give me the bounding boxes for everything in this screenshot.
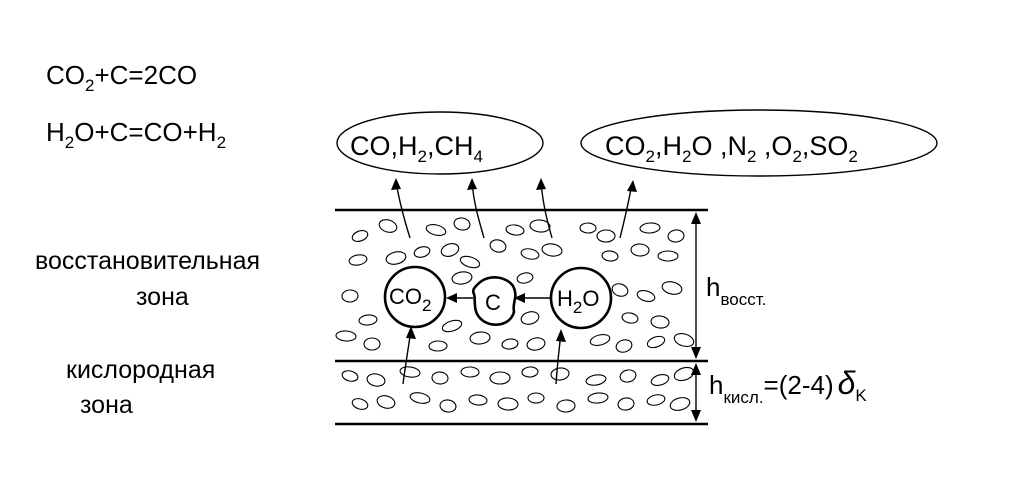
co2-bubble (383, 265, 447, 329)
fuel-pebble (585, 374, 607, 386)
fuel-pebble (601, 250, 619, 262)
fuel-pebble (469, 331, 491, 345)
reduction-zone-label: восстановительная (35, 247, 260, 275)
fuel-pebble (516, 272, 534, 284)
fuel-pebble (529, 219, 551, 233)
fuel-pebble (589, 334, 611, 346)
fuel-pebble (615, 339, 633, 353)
fuel-pebble (639, 222, 661, 234)
arrowhead (691, 410, 701, 422)
fuel-pebble (425, 224, 447, 236)
arrowhead (446, 293, 457, 303)
fuel-pebble (409, 392, 431, 404)
reduction-zone-label-2: зона (136, 283, 189, 311)
gas-outflow-arrows (391, 178, 637, 239)
fuel-pebble (468, 394, 488, 406)
oxidizing-gas-label: CO2,H2O ,N2 ,O2,SO2 (605, 131, 858, 166)
fuel-pebble (351, 230, 369, 242)
arrowhead (467, 178, 477, 190)
fuel-pebble (646, 335, 666, 349)
fuel-pebble (453, 217, 471, 231)
fuel-pebble (646, 394, 666, 406)
fuel-pebble (650, 315, 670, 329)
fuel-pebble (439, 399, 457, 413)
fuel-pebble (366, 373, 386, 387)
fuel-pebble (650, 374, 670, 386)
fuel-pebble (431, 371, 449, 385)
fuel-pebble (611, 283, 629, 297)
fuel-pebble (541, 243, 563, 257)
fuel-pebble (520, 248, 540, 260)
fuel-pebble (335, 330, 357, 342)
fuel-pebble (636, 290, 656, 302)
fuel-pebble (501, 338, 519, 350)
fuel-pebble (587, 392, 609, 404)
reaction-h2o-c: H2O+C=CO+H2 (46, 117, 226, 152)
fuel-pebble (378, 219, 398, 233)
fuel-pebble (399, 366, 421, 378)
arrowhead (691, 363, 701, 375)
arrowhead (691, 212, 701, 224)
fuel-pebble (621, 312, 639, 324)
arrowhead (556, 329, 566, 342)
fuel-pebble (428, 340, 448, 352)
fuel-pebble (579, 222, 597, 234)
arrowhead (391, 178, 401, 190)
fuel-pebble (550, 367, 570, 381)
arrowhead (691, 347, 701, 359)
fuel-pebble (460, 366, 480, 378)
fuel-pebble (630, 243, 650, 257)
fuel-pebble (363, 337, 381, 351)
fuel-pebble (351, 398, 369, 410)
carbon-particle-label: C (485, 290, 501, 315)
fuel-pebble (341, 370, 359, 382)
arrowhead (514, 293, 525, 303)
fuel-pebble (669, 397, 691, 411)
oxygen-height-label: hкисл.=(2-4)δK (709, 365, 867, 407)
fuel-pebble (661, 281, 683, 295)
h2o-bubble (549, 266, 613, 330)
fuel-pebble (459, 255, 481, 269)
fuel-pebble (441, 319, 463, 333)
fuel-pebble (413, 246, 431, 258)
fuel-pebble (556, 399, 576, 413)
arrowhead (627, 180, 637, 192)
carbon-particle (471, 276, 517, 326)
arrowhead (536, 178, 546, 190)
reaction-co2-c: CO2+C=2CO (46, 60, 197, 95)
fuel-pebble (617, 397, 635, 411)
fuel-pebble (497, 397, 519, 411)
fuel-pebble (505, 224, 525, 236)
fuel-pebble (673, 333, 695, 347)
fuel-pebble (526, 337, 546, 351)
fuel-pebble (667, 229, 685, 243)
fuel-pebble (619, 369, 637, 383)
co2-bubble-label: CO2 (389, 284, 431, 315)
fuel-pebble (520, 311, 540, 325)
oxygen-zone-label-2: зона (80, 391, 133, 419)
arrowhead (406, 326, 416, 339)
reducing-gas-label: CO,H2,CH4 (350, 131, 483, 166)
fuel-pebble (341, 289, 359, 303)
fuel-pebble (376, 395, 396, 409)
fuel-pebble (489, 371, 511, 385)
fuel-pebble (596, 229, 616, 243)
fuel-pebble (527, 392, 545, 404)
fuel-pebble (385, 251, 407, 265)
fuel-pebble (657, 250, 679, 262)
fuel-pebble (521, 366, 539, 378)
fuel-pebble (358, 314, 378, 326)
fuel-pebble (348, 254, 368, 266)
fuel-particles (335, 217, 695, 413)
oxygen-zone-label: кислородная (66, 356, 215, 384)
oxidizing-gas-ellipse (580, 109, 938, 177)
fuel-pebble (489, 239, 507, 253)
reduction-height-label: hвосст. (706, 272, 766, 309)
fuel-pebble (451, 271, 473, 285)
fuel-pebble (440, 243, 460, 257)
h2o-bubble-label: H2O (557, 286, 599, 317)
reducing-gas-ellipse (336, 111, 544, 175)
